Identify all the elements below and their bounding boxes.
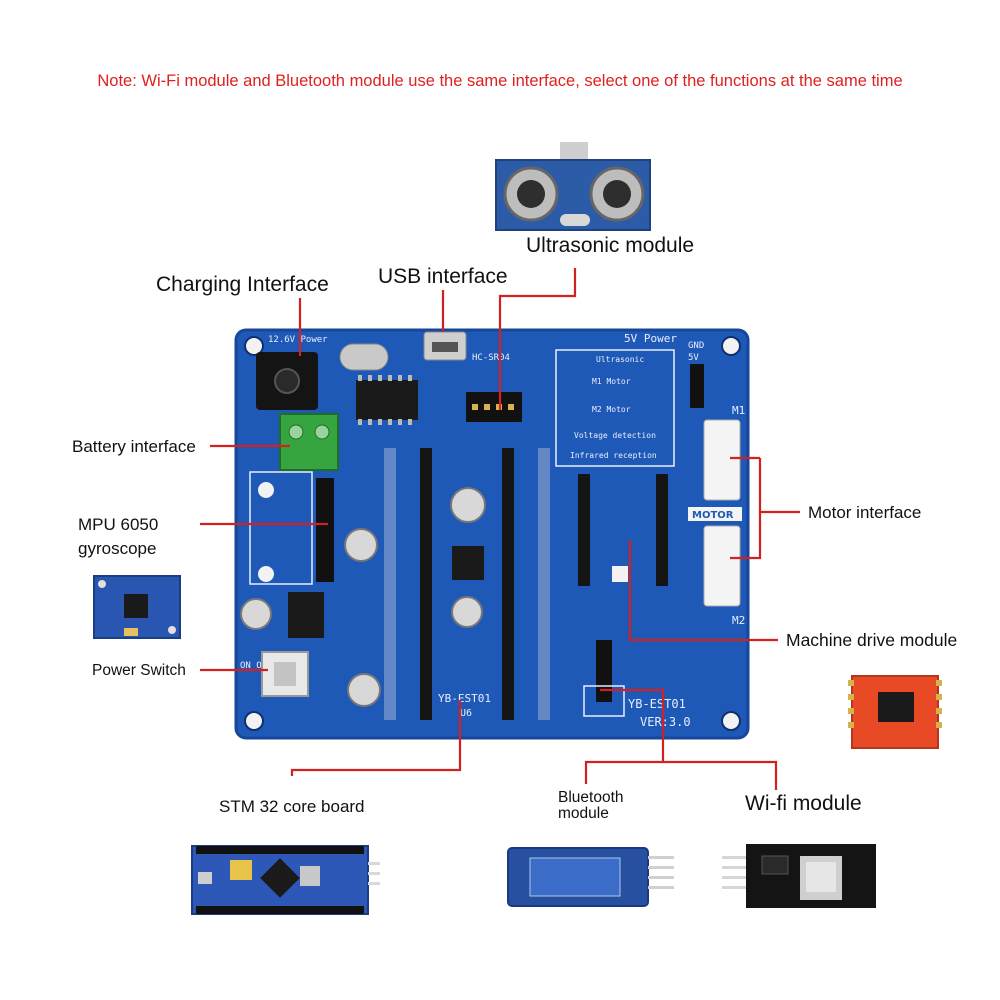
label-mpu-6050: MPU 6050 gyroscope	[78, 515, 198, 558]
label-bluetooth-line-1: Bluetooth	[558, 789, 624, 806]
stm32-board-image	[191, 845, 380, 915]
board-12v-text: 12.6V Power	[268, 335, 328, 345]
note-text: Note: Wi-Fi module and Bluetooth module …	[97, 72, 903, 90]
label-charging-interface: Charging Interface	[156, 273, 329, 296]
label-machine-drive-module: Machine drive module	[786, 630, 958, 650]
label-wifi-module: Wi-fi module	[745, 792, 862, 815]
board-table-row-3: Voltage detection	[574, 431, 656, 440]
board-5v-text: 5V	[688, 353, 699, 363]
label-usb-interface: USB interface	[378, 265, 508, 288]
motor-driver-module-image	[848, 675, 942, 749]
board-m1-text: M1	[732, 404, 745, 417]
board-m2-text: M2	[732, 614, 745, 627]
board-table-title: Ultrasonic	[596, 355, 644, 364]
label-bluetooth-module: Bluetooth module	[558, 790, 668, 821]
board-gnd-text: GND	[688, 341, 704, 351]
board-name-text: YB-EST01	[438, 692, 491, 705]
label-mpu-line-2: gyroscope	[78, 538, 157, 558]
board-table-row-4: Infrared reception	[570, 451, 657, 460]
label-battery-interface: Battery interface	[72, 437, 196, 456]
board-onoff-text: ON OFF	[240, 661, 273, 671]
leader-lines	[200, 268, 800, 790]
board-table-row-2: M2 Motor	[592, 405, 631, 414]
board-table-row-1: M1 Motor	[592, 377, 631, 386]
board-ver-text: VER:3.0	[640, 715, 691, 729]
label-mpu-line-1: MPU 6050	[78, 515, 159, 534]
board-hcsr04-text: HC-SR04	[472, 353, 510, 363]
board-5v-power-text: 5V Power	[624, 332, 677, 345]
label-ultrasonic-module: Ultrasonic module	[526, 234, 695, 257]
label-motor-interface: Motor interface	[808, 503, 922, 522]
mpu6050-module-image	[93, 575, 181, 639]
label-bluetooth-line-2: module	[558, 804, 609, 822]
board-motor-text: MOTOR	[692, 510, 734, 521]
ultrasonic-module-image	[495, 142, 651, 231]
main-board: 12.6V Power HC-SR04 5V Power GND 5V M1 M…	[234, 328, 750, 740]
wifi-module-image	[722, 844, 876, 908]
board-name2-text: YB-EST01	[628, 697, 686, 711]
label-power-switch: Power Switch	[92, 662, 186, 679]
bluetooth-module-image	[507, 847, 674, 907]
board-u6-text: U6	[460, 708, 472, 719]
label-stm32-core-board: STM 32 core board	[219, 797, 365, 816]
